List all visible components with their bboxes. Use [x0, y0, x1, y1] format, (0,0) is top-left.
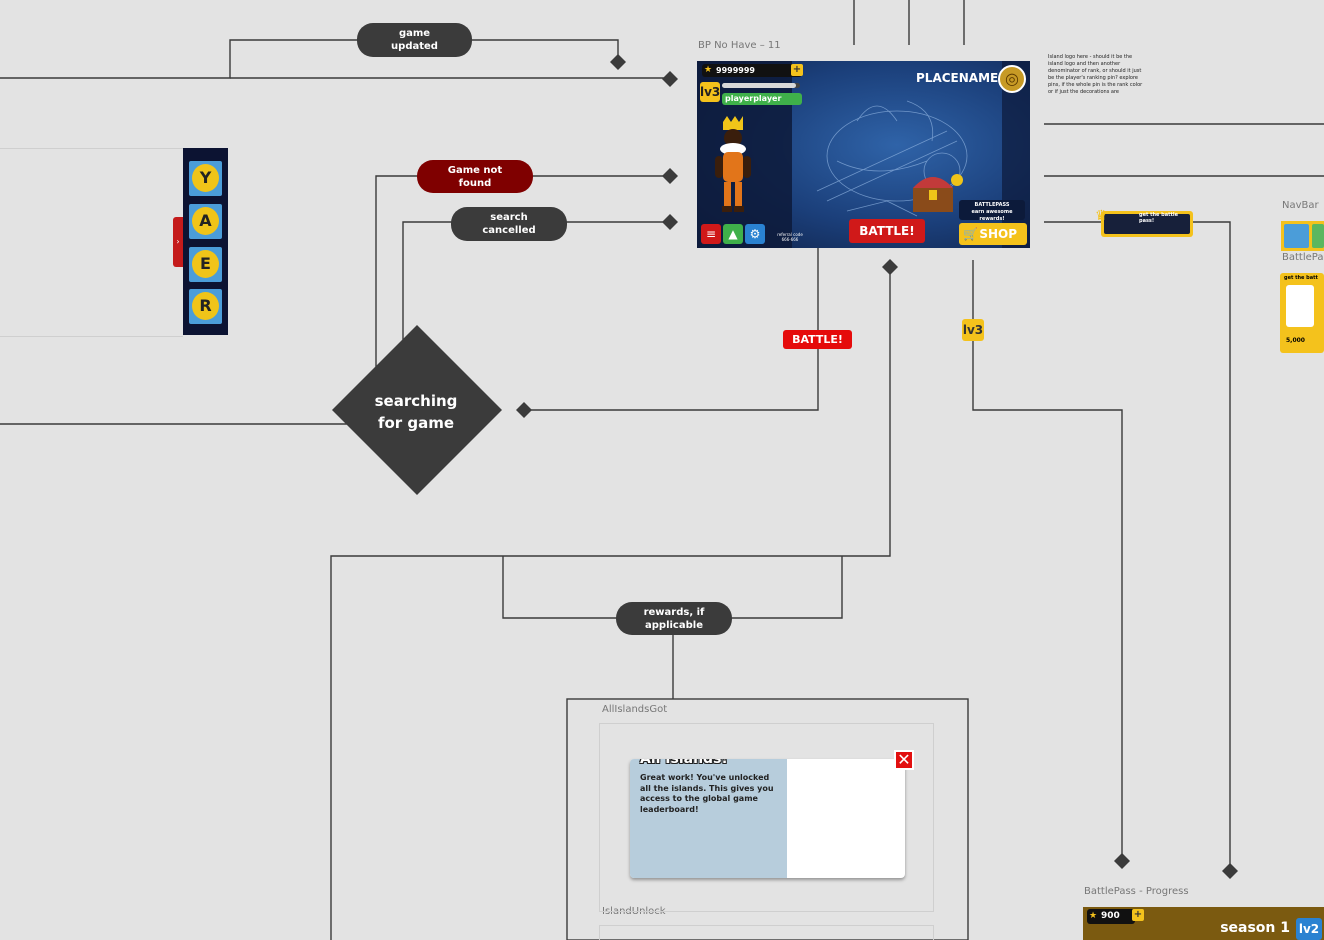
crown-icon: ♛	[1095, 208, 1108, 224]
close-icon[interactable]: ✕	[894, 750, 914, 770]
rank-icon[interactable]: E	[189, 247, 222, 282]
level-badge: lv3	[700, 82, 720, 102]
navbar-banner[interactable]: ♛ get the battle pass!	[1095, 208, 1193, 237]
gear-icon[interactable]: ⚙	[745, 224, 765, 244]
rank-icon[interactable]: R	[189, 289, 222, 324]
design-note: Island logo here - should it be the isla…	[1048, 54, 1143, 95]
popup-body: Great work! You've unlocked all the isla…	[640, 773, 774, 814]
level-badge: lv2	[1296, 918, 1322, 940]
player-name[interactable]: playerplayer	[722, 93, 802, 105]
battlepass-thumbnail: get the batt 5,000	[1280, 273, 1324, 353]
game-home-screen: ★9999999 + lv3 playerplayer PLACENAME ◎ …	[697, 61, 1030, 248]
game-updated-label: game updated	[357, 23, 472, 57]
referral-code: referral code 666-666	[777, 232, 803, 242]
add-currency-button[interactable]: +	[791, 64, 803, 76]
battlepass-thumb-price: 5,000	[1286, 337, 1305, 344]
shop-button[interactable]: 🛒SHOP	[959, 223, 1027, 245]
profile-icon[interactable]: ▲	[723, 224, 743, 244]
reward-card	[1286, 285, 1314, 327]
xp-bar-fill	[722, 83, 797, 88]
navbar-thumbnail	[1281, 221, 1324, 251]
battle-chip: BATTLE!	[783, 330, 852, 349]
frame-label-battlepass-progress: BattlePass - Progress	[1084, 886, 1189, 897]
island-icon	[1284, 224, 1309, 248]
xp-bar	[722, 83, 800, 88]
navbar-text: get the battle pass!	[1139, 212, 1179, 224]
rank-icon[interactable]: A	[189, 204, 222, 239]
island-logo-icon: ◎	[998, 65, 1026, 93]
menu-icon[interactable]: ≡	[701, 224, 721, 244]
frame-label-navbar: NavBar	[1282, 200, 1319, 211]
panel-toggle-arrow[interactable]: ›	[173, 217, 183, 267]
popup-title: All Islands!	[640, 759, 728, 767]
cart-icon: 🛒	[963, 227, 978, 241]
battle-button[interactable]: BATTLE!	[849, 219, 925, 243]
game-not-found-label: Game not found	[417, 160, 533, 193]
all-islands-popup: All Islands! Great work! You've unlocked…	[630, 759, 905, 878]
search-cancelled-label: search cancelled	[451, 207, 567, 241]
rank-icon[interactable]: Y	[189, 161, 222, 196]
map-sketch	[816, 100, 968, 217]
profile-icon	[1312, 224, 1324, 248]
level-chip: lv3	[962, 319, 984, 341]
all-islands-frame	[599, 723, 934, 912]
decision-diamond	[332, 325, 502, 495]
star-icon: ★	[1089, 911, 1098, 921]
battlepass-badge[interactable]: BATTLEPASS earn awesome rewards!	[959, 200, 1025, 222]
searching-for-game-label: searching for game	[374, 392, 458, 432]
island-unlock-frame	[599, 925, 934, 940]
season-label: season 1	[1220, 920, 1290, 936]
frame-label-battlepass: BattlePas	[1282, 252, 1324, 263]
popup-content-panel	[630, 759, 787, 878]
currency-display: ★9999999	[702, 64, 802, 77]
left-panel	[0, 148, 183, 337]
add-currency-button[interactable]: +	[1132, 909, 1144, 921]
frame-label-all-islands-got: AllIslandsGot	[602, 704, 668, 715]
navbar-inner	[1104, 214, 1190, 234]
battlepass-thumb-title: get the batt	[1284, 275, 1318, 281]
frame-label-bp-no-have: BP No Have – 11	[698, 40, 781, 51]
star-icon: ★	[704, 65, 713, 75]
player-character	[715, 116, 751, 212]
rank-strip: Y A E R	[183, 148, 228, 335]
currency-display: ★900	[1087, 909, 1135, 924]
rewards-label: rewards, if applicable	[616, 602, 732, 635]
battlepass-progress-banner: ★900 + season 1 lv2	[1083, 907, 1324, 940]
treasure-chest-icon	[913, 174, 963, 212]
place-name: PLACENAME	[916, 71, 999, 85]
